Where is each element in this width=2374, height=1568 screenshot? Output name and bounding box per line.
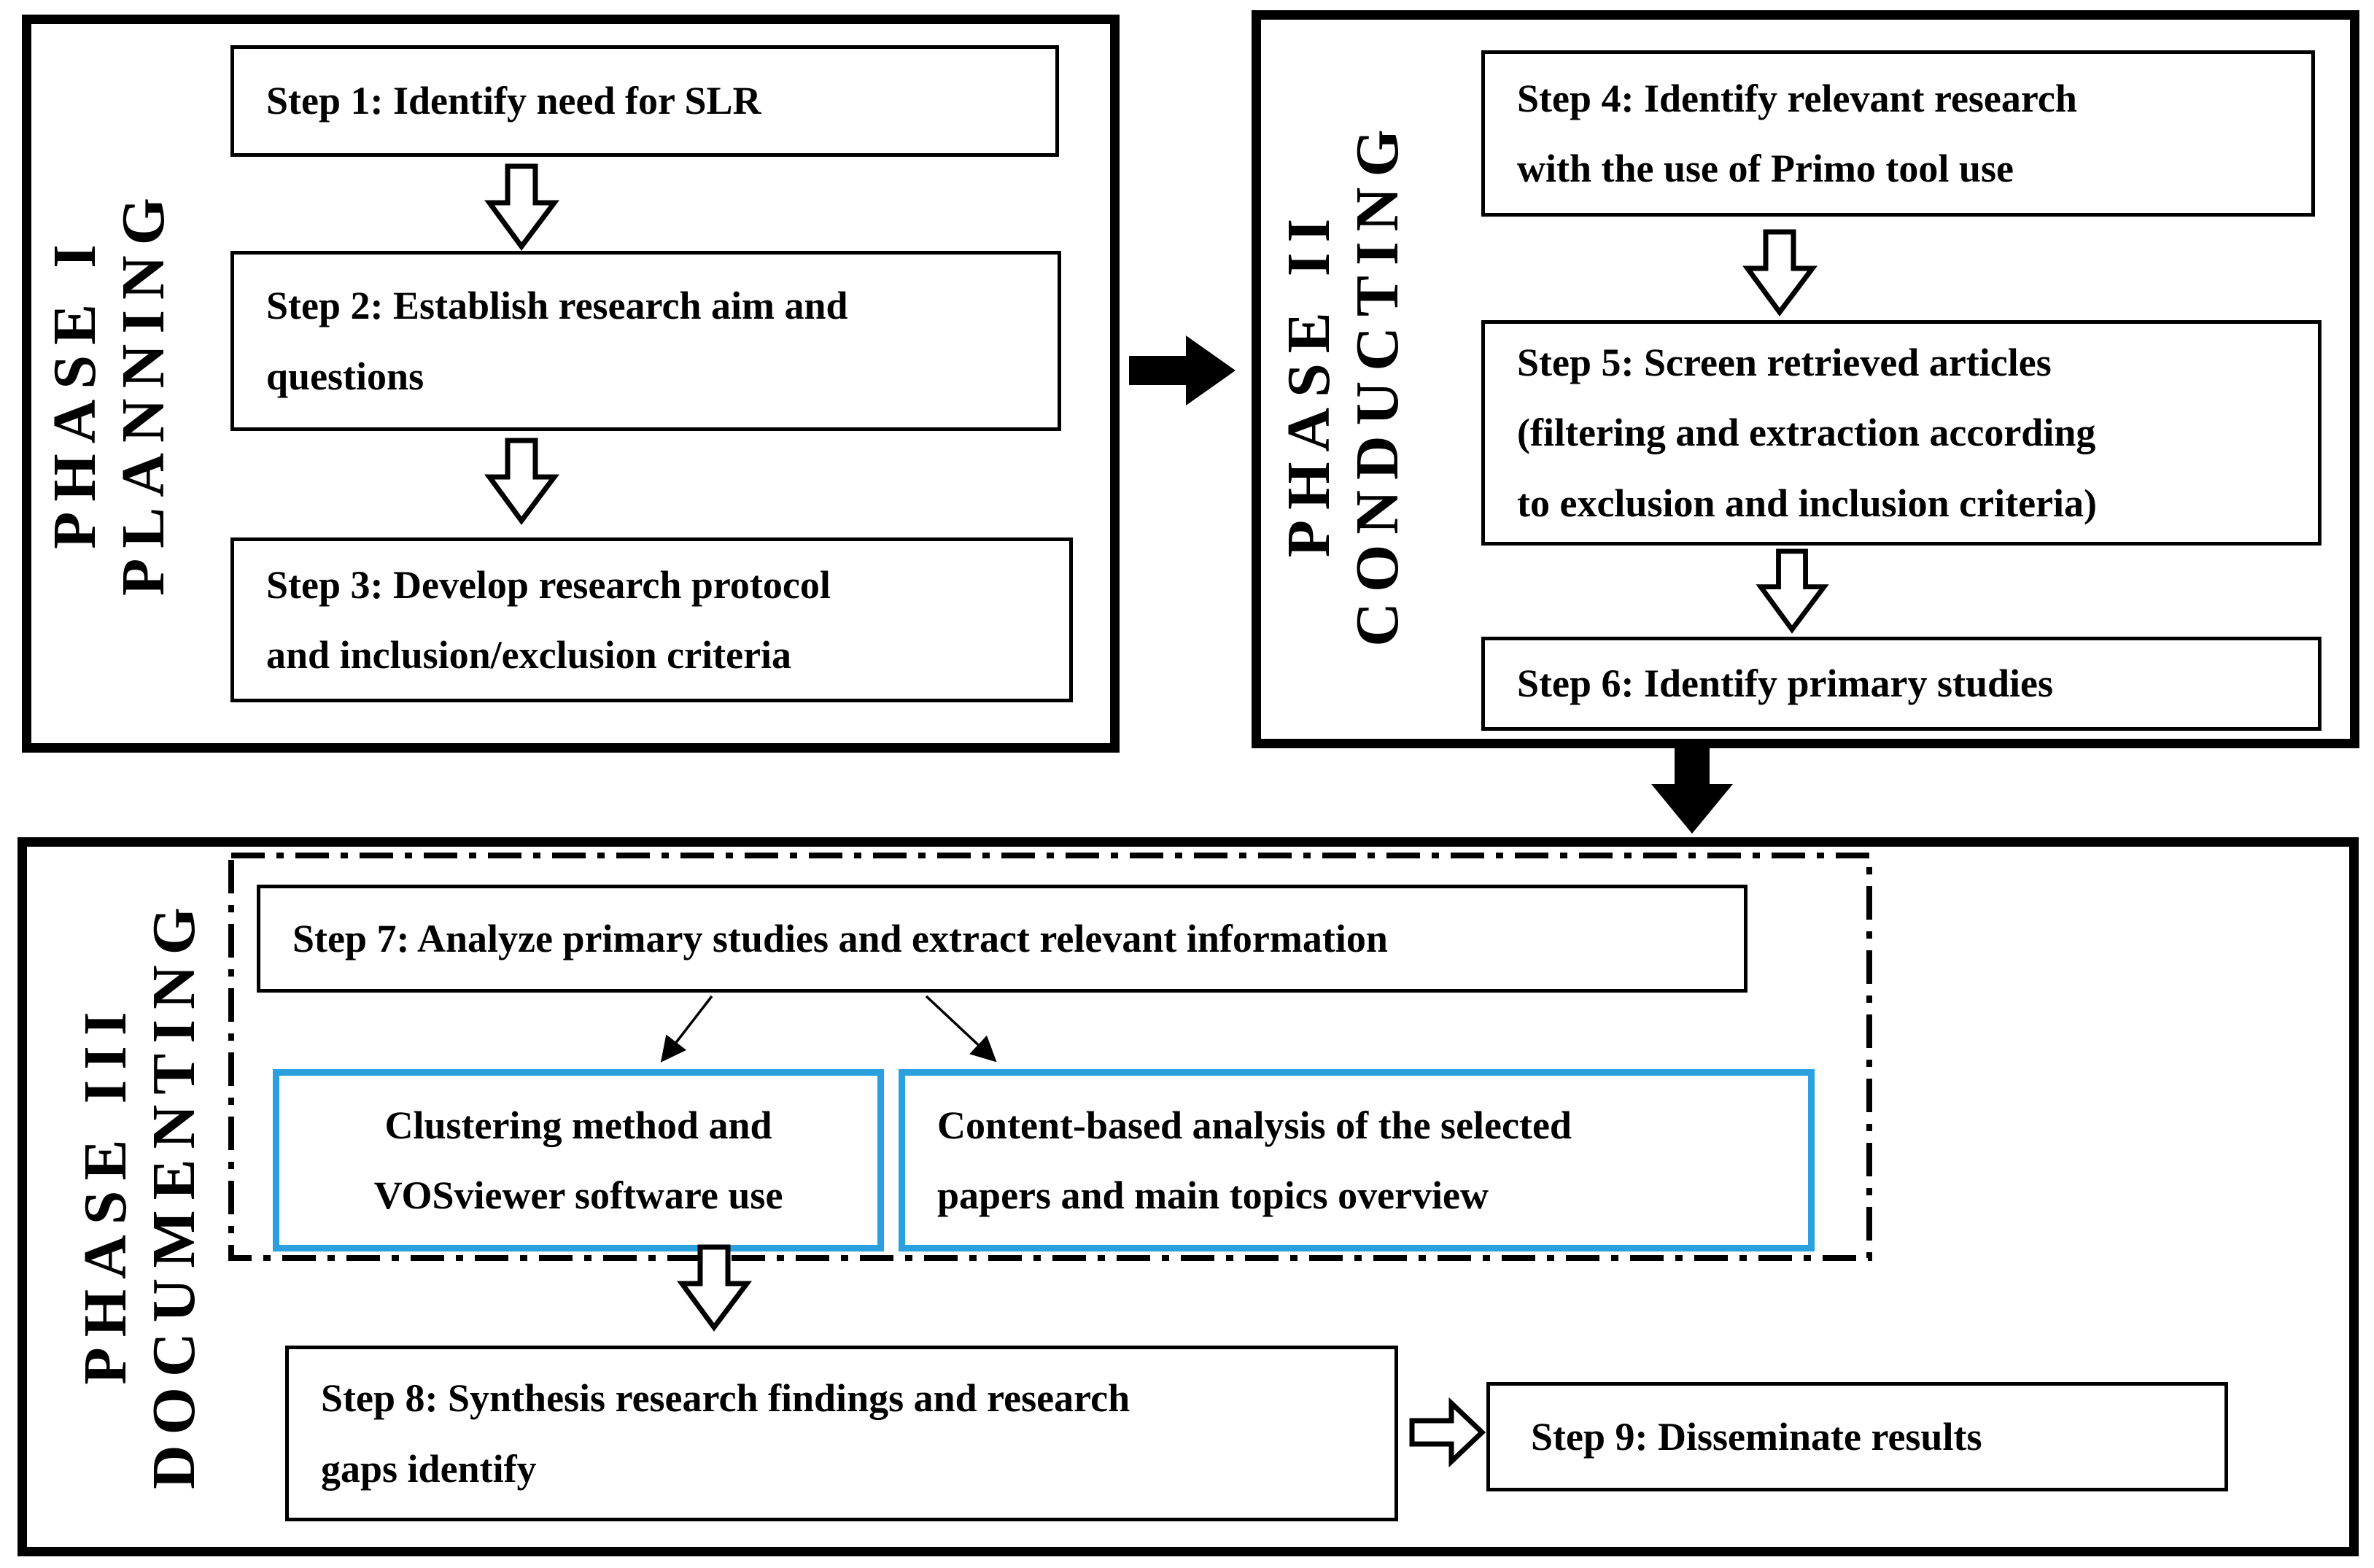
phase1-label: PHASE I PLANNING [41,187,178,596]
arrow-down-outline-icon [677,1244,752,1332]
clustering-method-box: Clustering method and VOSviewer software… [273,1069,884,1251]
step1-text: Step 1: Identify need for SLR [266,79,761,123]
content-analysis-text: Content-based analysis of the selected p… [937,1103,1572,1217]
arrow-down-outline-icon [1742,229,1818,317]
phase3-label: PHASE III DOCUMENTING [71,897,209,1489]
arrow-down-solid-icon [1650,746,1734,835]
phase3-label-line2: DOCUMENTING [140,896,208,1490]
step7-box: Step 7: Analyze primary studies and extr… [257,885,1747,993]
arrow-to-clustering-icon [660,995,713,1063]
step8-box: Step 8: Synthesis research findings and … [285,1346,1398,1521]
arrow-right-solid-icon [1128,330,1237,411]
step9-box: Step 9: Disseminate results [1486,1382,2228,1491]
step9-text: Step 9: Disseminate results [1531,1414,1982,1459]
arrow-right-outline-icon [1409,1397,1486,1468]
phase2-label: PHASE II CONDUCTING [1275,119,1412,646]
step2-text: Step 2: Establish research aim and quest… [266,284,848,398]
phase1-label-line2: PLANNING [109,187,177,597]
content-analysis-box: Content-based analysis of the selected p… [899,1069,1815,1251]
step4-box: Step 4: Identify relevant research with … [1481,50,2315,217]
arrow-down-outline-icon [484,438,559,525]
step5-text: Step 5: Screen retrieved articles (filte… [1517,341,2097,525]
step6-text: Step 6: Identify primary studies [1517,661,2054,706]
arrow-to-content-analysis-icon [925,995,997,1063]
phase3-label-line1: PHASE III [71,1001,139,1385]
step4-text: Step 4: Identify relevant research with … [1517,76,2077,190]
step5-box: Step 5: Screen retrieved articles (filte… [1481,320,2321,546]
step3-box: Step 3: Develop research protocol and in… [230,537,1073,702]
step2-box: Step 2: Establish research aim and quest… [230,251,1061,431]
arrow-down-outline-icon [484,163,559,251]
step7-text: Step 7: Analyze primary studies and extr… [292,916,1388,960]
step8-text: Step 8: Synthesis research findings and … [321,1376,1130,1491]
split-arrows [620,990,1043,1072]
phase1-label-line1: PHASE I [40,234,109,549]
step6-box: Step 6: Identify primary studies [1481,637,2321,731]
phase2-label-line1: PHASE II [1274,208,1343,558]
step1-box: Step 1: Identify need for SLR [230,45,1059,157]
clustering-method-text: Clustering method and VOSviewer software… [373,1103,783,1217]
analysis-group-dashdot-border [228,852,1873,1262]
step3-text: Step 3: Develop research protocol and in… [266,562,831,677]
phase2-label-line2: CONDUCTING [1343,119,1411,647]
arrow-down-outline-icon [1756,548,1829,634]
